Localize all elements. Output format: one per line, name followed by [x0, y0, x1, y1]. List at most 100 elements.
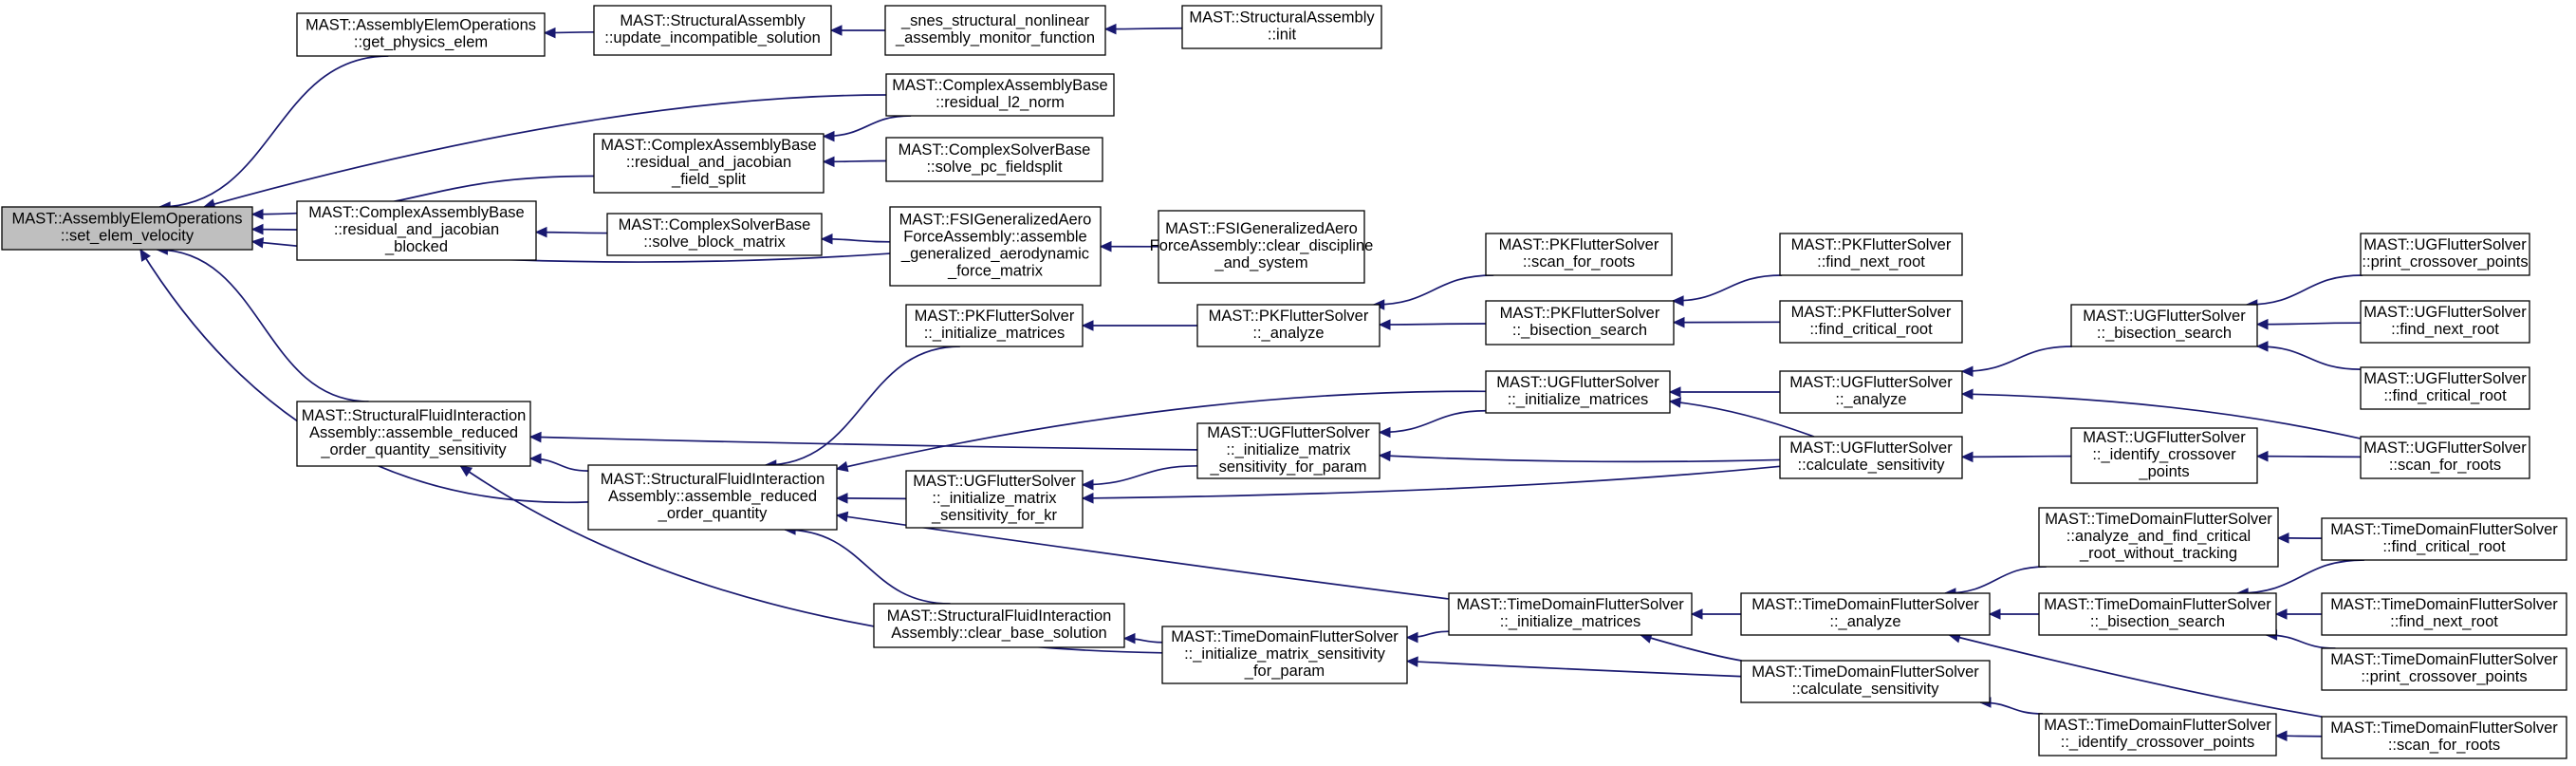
node-sa-init[interactable]: MAST::StructuralAssembly::init [1181, 5, 1382, 49]
edge-ug_scan-to-ug_an [1960, 388, 2362, 439]
node-ug-scan[interactable]: MAST::UGFlutterSolver::scan_for_roots [2360, 436, 2530, 479]
node-sfi-sens[interactable]: MAST::StructuralFluidInteractionAssembly… [296, 401, 531, 467]
node-box [296, 401, 531, 467]
node-label-line: MAST::PKFlutterSolver [1500, 305, 1660, 322]
edge-line [159, 55, 389, 208]
node-label-line: ::_analyze [1835, 391, 1906, 408]
node-label-line: Assembly::assemble_reduced [309, 424, 518, 441]
node-ug-init[interactable]: MAST::UGFlutterSolver::_initialize_matri… [1485, 370, 1671, 414]
arrowhead [1671, 295, 1684, 307]
node-ug-an[interactable]: MAST::UGFlutterSolver::_analyze [1779, 370, 1963, 414]
node-rj-field[interactable]: MAST::ComplexAssemblyBase::residual_and_… [593, 133, 825, 194]
arrowhead [1690, 608, 1703, 620]
node-label-line: MAST::TimeDomainFlutterSolver [2330, 521, 2558, 538]
node-fsi-aero[interactable]: MAST::FSIGeneralizedAeroForceAssembly::a… [889, 206, 1102, 287]
edge-line [836, 514, 1450, 600]
node-box [1779, 436, 1963, 479]
node-label-line: _snes_structural_nonlinear [900, 12, 1090, 29]
node-box [593, 5, 832, 56]
node-td-cs[interactable]: MAST::TimeDomainFlutterSolver::calculate… [1740, 660, 1991, 703]
node-label-line: ::print_crossover_points [2361, 668, 2527, 685]
node-pk-bis[interactable]: MAST::PKFlutterSolver::_bisection_search [1485, 300, 1675, 346]
node-ug-msk[interactable]: MAST::UGFlutterSolver::_initialize_matri… [905, 470, 1084, 529]
node-td-afc[interactable]: MAST::TimeDomainFlutterSolver::analyze_a… [2038, 507, 2279, 568]
node-label-line: MAST::ComplexAssemblyBase [308, 204, 524, 221]
edge-line [785, 529, 951, 605]
node-pc-field[interactable]: MAST::ComplexSolverBase::solve_pc_fields… [885, 137, 1103, 182]
edge-pk_bis-to-pk_an [1378, 319, 1487, 330]
arrowhead [1103, 23, 1117, 35]
arrowhead [1378, 319, 1391, 330]
node-td-msp[interactable]: MAST::TimeDomainFlutterSolver::_initiali… [1161, 626, 1408, 684]
node-resid-l2[interactable]: MAST::ComplexAssemblyBase::residual_l2_n… [885, 73, 1115, 117]
node-get-phys[interactable]: MAST::AssemblyElemOperations::get_physic… [296, 12, 546, 57]
node-ug-print[interactable]: MAST::UGFlutterSolver::print_crossover_p… [2360, 233, 2530, 276]
node-ug-cs[interactable]: MAST::UGFlutterSolver::calculate_sensiti… [1779, 436, 1963, 479]
node-pk-crit[interactable]: MAST::PKFlutterSolver::find_critical_roo… [1779, 300, 1963, 344]
node-ug-crit[interactable]: MAST::UGFlutterSolver::find_critical_roo… [2360, 366, 2530, 410]
node-box [587, 464, 838, 531]
node-ug-bis[interactable]: MAST::UGFlutterSolver::_bisection_search [2070, 304, 2258, 347]
node-label-line: ::scan_for_roots [2389, 457, 2501, 474]
node-td-crit[interactable]: MAST::TimeDomainFlutterSolver::find_crit… [2321, 517, 2567, 561]
node-td-bis[interactable]: MAST::TimeDomainFlutterSolver::_bisectio… [2038, 592, 2277, 636]
node-td-an[interactable]: MAST::TimeDomainFlutterSolver::_analyze [1740, 592, 1991, 636]
arrowhead [835, 511, 849, 523]
edge-ug_cs-to-ug_msp [1378, 450, 1781, 463]
node-snes[interactable]: _snes_structural_nonlinear_assembly_moni… [884, 5, 1106, 56]
node-label-line: MAST::ComplexSolverBase [899, 141, 1091, 159]
node-label-line: ::residual_l2_norm [936, 94, 1065, 111]
node-label-line: ::set_elem_velocity [61, 228, 195, 245]
node-box [884, 5, 1106, 56]
node-box [885, 73, 1115, 117]
edge-line [529, 436, 1198, 451]
node-ug-next[interactable]: MAST::UGFlutterSolver::find_next_root [2360, 300, 2530, 344]
node-label-line: ::_analyze [1829, 613, 1900, 630]
node-sfi-asm[interactable]: MAST::StructuralFluidInteractionAssembly… [587, 464, 838, 531]
node-label-line: ::find_critical_root [1809, 321, 1933, 338]
node-pk-an[interactable]: MAST::PKFlutterSolver::_analyze [1196, 304, 1381, 347]
node-box [1196, 304, 1381, 347]
edge-rj_block-to-root [250, 223, 298, 235]
node-td-ident[interactable]: MAST::TimeDomainFlutterSolver::_identify… [2038, 713, 2277, 757]
arrowhead [250, 208, 264, 220]
node-sfi-clear[interactable]: MAST::StructuralFluidInteractionAssembly… [873, 603, 1125, 648]
node-ug-ident[interactable]: MAST::UGFlutterSolver::_identify_crossov… [2070, 427, 2258, 484]
edge-line [765, 346, 960, 466]
node-label-line: MAST::UGFlutterSolver [2363, 236, 2527, 253]
edge-ug_crit-to-ug_bis [2255, 341, 2362, 371]
arrowhead [1122, 632, 1136, 645]
node-label-line: MAST::UGFlutterSolver [913, 473, 1076, 490]
node-label-line: MAST::FSIGeneralizedAero [899, 212, 1092, 229]
node-pk-init[interactable]: MAST::PKFlutterSolver::_initialize_matri… [905, 304, 1084, 347]
node-label-line: ::get_physics_elem [354, 34, 488, 51]
edge-line [1961, 393, 2362, 439]
node-block-mat[interactable]: MAST::ComplexSolverBase::solve_block_mat… [606, 213, 823, 256]
edge-line [1082, 464, 1198, 486]
node-pk-next[interactable]: MAST::PKFlutterSolver::find_next_root [1779, 233, 1963, 276]
node-root[interactable]: MAST::AssemblyElemOperations::set_elem_v… [1, 206, 253, 251]
arrowhead [1099, 240, 1112, 252]
node-pk-scan[interactable]: MAST::PKFlutterSolver::scan_for_roots [1485, 233, 1673, 276]
node-label-line: MAST::TimeDomainFlutterSolver [1751, 596, 1979, 613]
edge-pk_init-to-sfi_asm [764, 346, 960, 471]
edge-td_scan-to-td_ident [2274, 730, 2323, 742]
edge-td_crit-to-td_afc [2276, 532, 2323, 544]
edge-line [2256, 346, 2362, 371]
node-fsi-clear[interactable]: MAST::FSIGeneralizedAeroForceAssembly::c… [1150, 210, 1374, 284]
node-rj-block[interactable]: MAST::ComplexAssemblyBase::residual_and_… [296, 200, 537, 261]
edge-line [1669, 401, 1815, 438]
edge-line [1082, 465, 1781, 499]
node-td-print[interactable]: MAST::TimeDomainFlutterSolver::print_cro… [2321, 647, 2567, 691]
node-box [1448, 592, 1693, 636]
node-label-line: MAST::PKFlutterSolver [1791, 236, 1952, 253]
node-td-next[interactable]: MAST::TimeDomainFlutterSolver::find_next… [2321, 592, 2567, 636]
node-td-init[interactable]: MAST::TimeDomainFlutterSolver::_initiali… [1448, 592, 1693, 636]
node-upd-incomp[interactable]: MAST::StructuralAssembly::update_incompa… [593, 5, 832, 56]
node-label-line: MAST::TimeDomainFlutterSolver [2044, 596, 2271, 613]
edge-line [1104, 27, 1183, 30]
edge-td_bis-to-td_an [1988, 608, 2039, 620]
node-label-line: MAST::AssemblyElemOperations [12, 211, 243, 228]
node-ug-msp[interactable]: MAST::UGFlutterSolver::_initialize_matri… [1196, 422, 1381, 479]
node-td-scan[interactable]: MAST::TimeDomainFlutterSolver::scan_for_… [2321, 716, 2567, 759]
